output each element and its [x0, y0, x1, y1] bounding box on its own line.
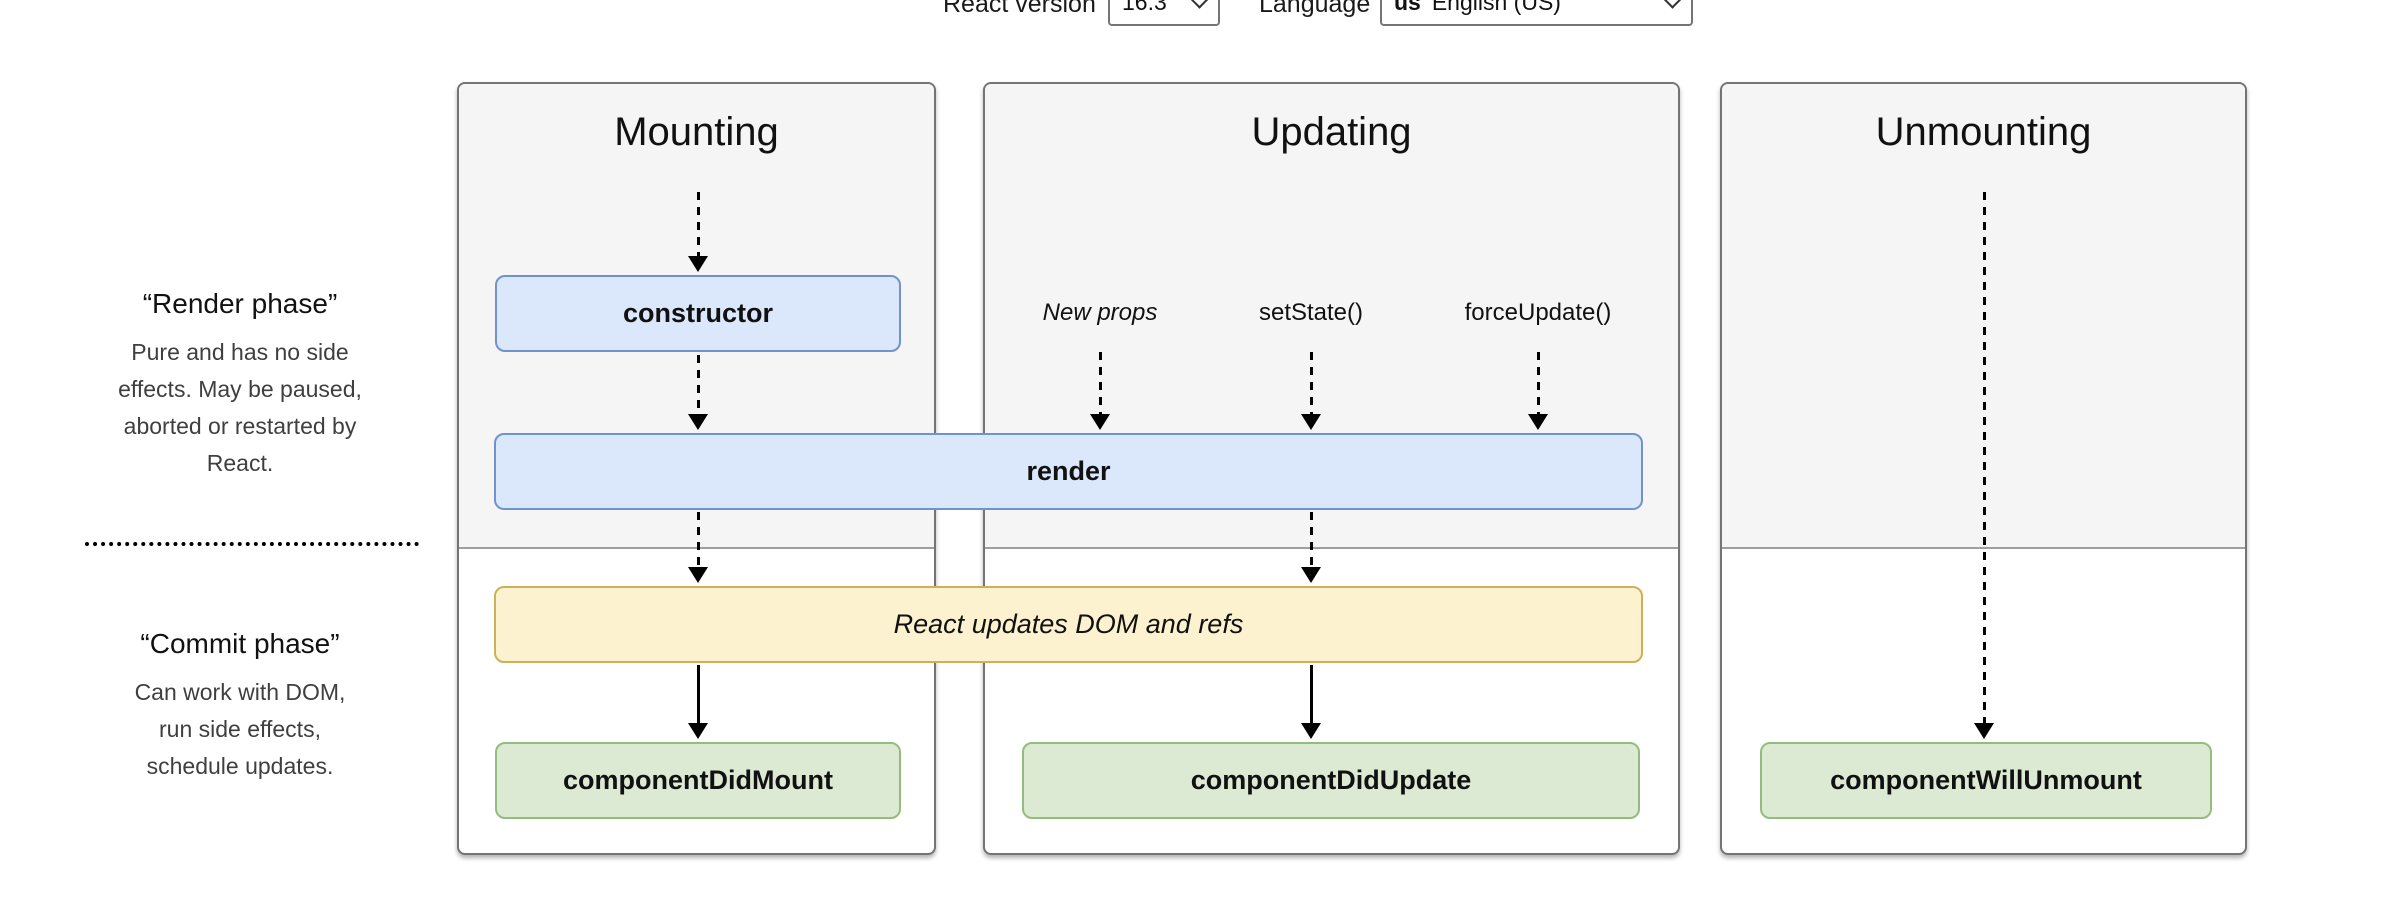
chevron-down-icon	[1190, 0, 1209, 9]
arrow-shaft	[696, 665, 700, 727]
unmounting-arrow	[1974, 192, 1994, 739]
render-to-dom-update-arrow-updating	[1301, 512, 1321, 583]
dom-update-to-didupdate-arrow	[1301, 665, 1321, 739]
commit-phase-legend: “Commit phase” Can work with DOM, run si…	[60, 628, 420, 785]
language-select[interactable]: us English (US)	[1380, 0, 1693, 26]
setstate-arrow	[1301, 352, 1321, 430]
arrow-head	[1974, 723, 1994, 739]
render-phase-legend: “Render phase” Pure and has no side effe…	[60, 288, 420, 482]
chevron-down-icon	[1663, 0, 1682, 9]
arrow-head	[688, 256, 708, 272]
new-props-label: New props	[1042, 299, 1158, 326]
dom-update-to-didmount-arrow	[688, 665, 708, 739]
mounting-column-title: Mounting	[614, 110, 779, 154]
render-box[interactable]: render	[494, 433, 1643, 510]
setstate-link[interactable]: setState()	[1258, 299, 1364, 326]
new-props-arrow	[1090, 352, 1110, 430]
arrow-head	[1301, 723, 1321, 739]
commit-phase-title: “Commit phase”	[140, 628, 340, 659]
arrow-head	[1528, 414, 1548, 430]
language-value: English (US)	[1431, 0, 1561, 15]
unmounting-column-title: Unmounting	[1875, 110, 2092, 154]
react-version-value: 16.3	[1122, 0, 1167, 15]
componentwillunmount-box[interactable]: componentWillUnmount	[1760, 742, 2212, 819]
arrow-head	[688, 567, 708, 583]
arrow-head	[688, 723, 708, 739]
mounting-start-arrow	[688, 192, 708, 272]
arrow-head	[1301, 567, 1321, 583]
arrow-shaft	[696, 192, 700, 260]
arrow-head	[1301, 414, 1321, 430]
arrow-head	[688, 414, 708, 430]
constructor-to-render-arrow	[688, 355, 708, 430]
componentdidmount-box[interactable]: componentDidMount	[495, 742, 901, 819]
render-to-dom-update-arrow-mounting	[688, 512, 708, 583]
react-version-select[interactable]: 16.3	[1108, 0, 1220, 26]
arrow-shaft	[1309, 665, 1313, 727]
arrow-shaft	[1309, 512, 1313, 571]
language-label: Language	[1259, 0, 1371, 18]
arrow-shaft	[1536, 352, 1540, 418]
forceupdate-link[interactable]: forceUpdate()	[1464, 299, 1612, 326]
componentdidupdate-box[interactable]: componentDidUpdate	[1022, 742, 1640, 819]
render-phase-title: “Render phase”	[142, 288, 338, 319]
forceupdate-arrow	[1528, 352, 1548, 430]
commit-phase-description: Can work with DOM, run side effects, sch…	[134, 679, 346, 779]
phase-divider-dotted	[85, 542, 419, 546]
arrow-shaft	[696, 512, 700, 571]
updating-column-title: Updating	[1251, 110, 1412, 154]
constructor-box[interactable]: constructor	[495, 275, 901, 352]
us-flag-icon: us	[1394, 0, 1421, 15]
arrow-head	[1090, 414, 1110, 430]
react-version-label: React version	[943, 0, 1096, 18]
render-phase-description: Pure and has no side effects. May be pau…	[118, 339, 362, 476]
react-updates-dom-box: React updates DOM and refs	[494, 586, 1643, 663]
arrow-shaft	[696, 355, 700, 418]
arrow-shaft	[1309, 352, 1313, 418]
arrow-shaft	[1982, 192, 1986, 727]
arrow-shaft	[1098, 352, 1102, 418]
